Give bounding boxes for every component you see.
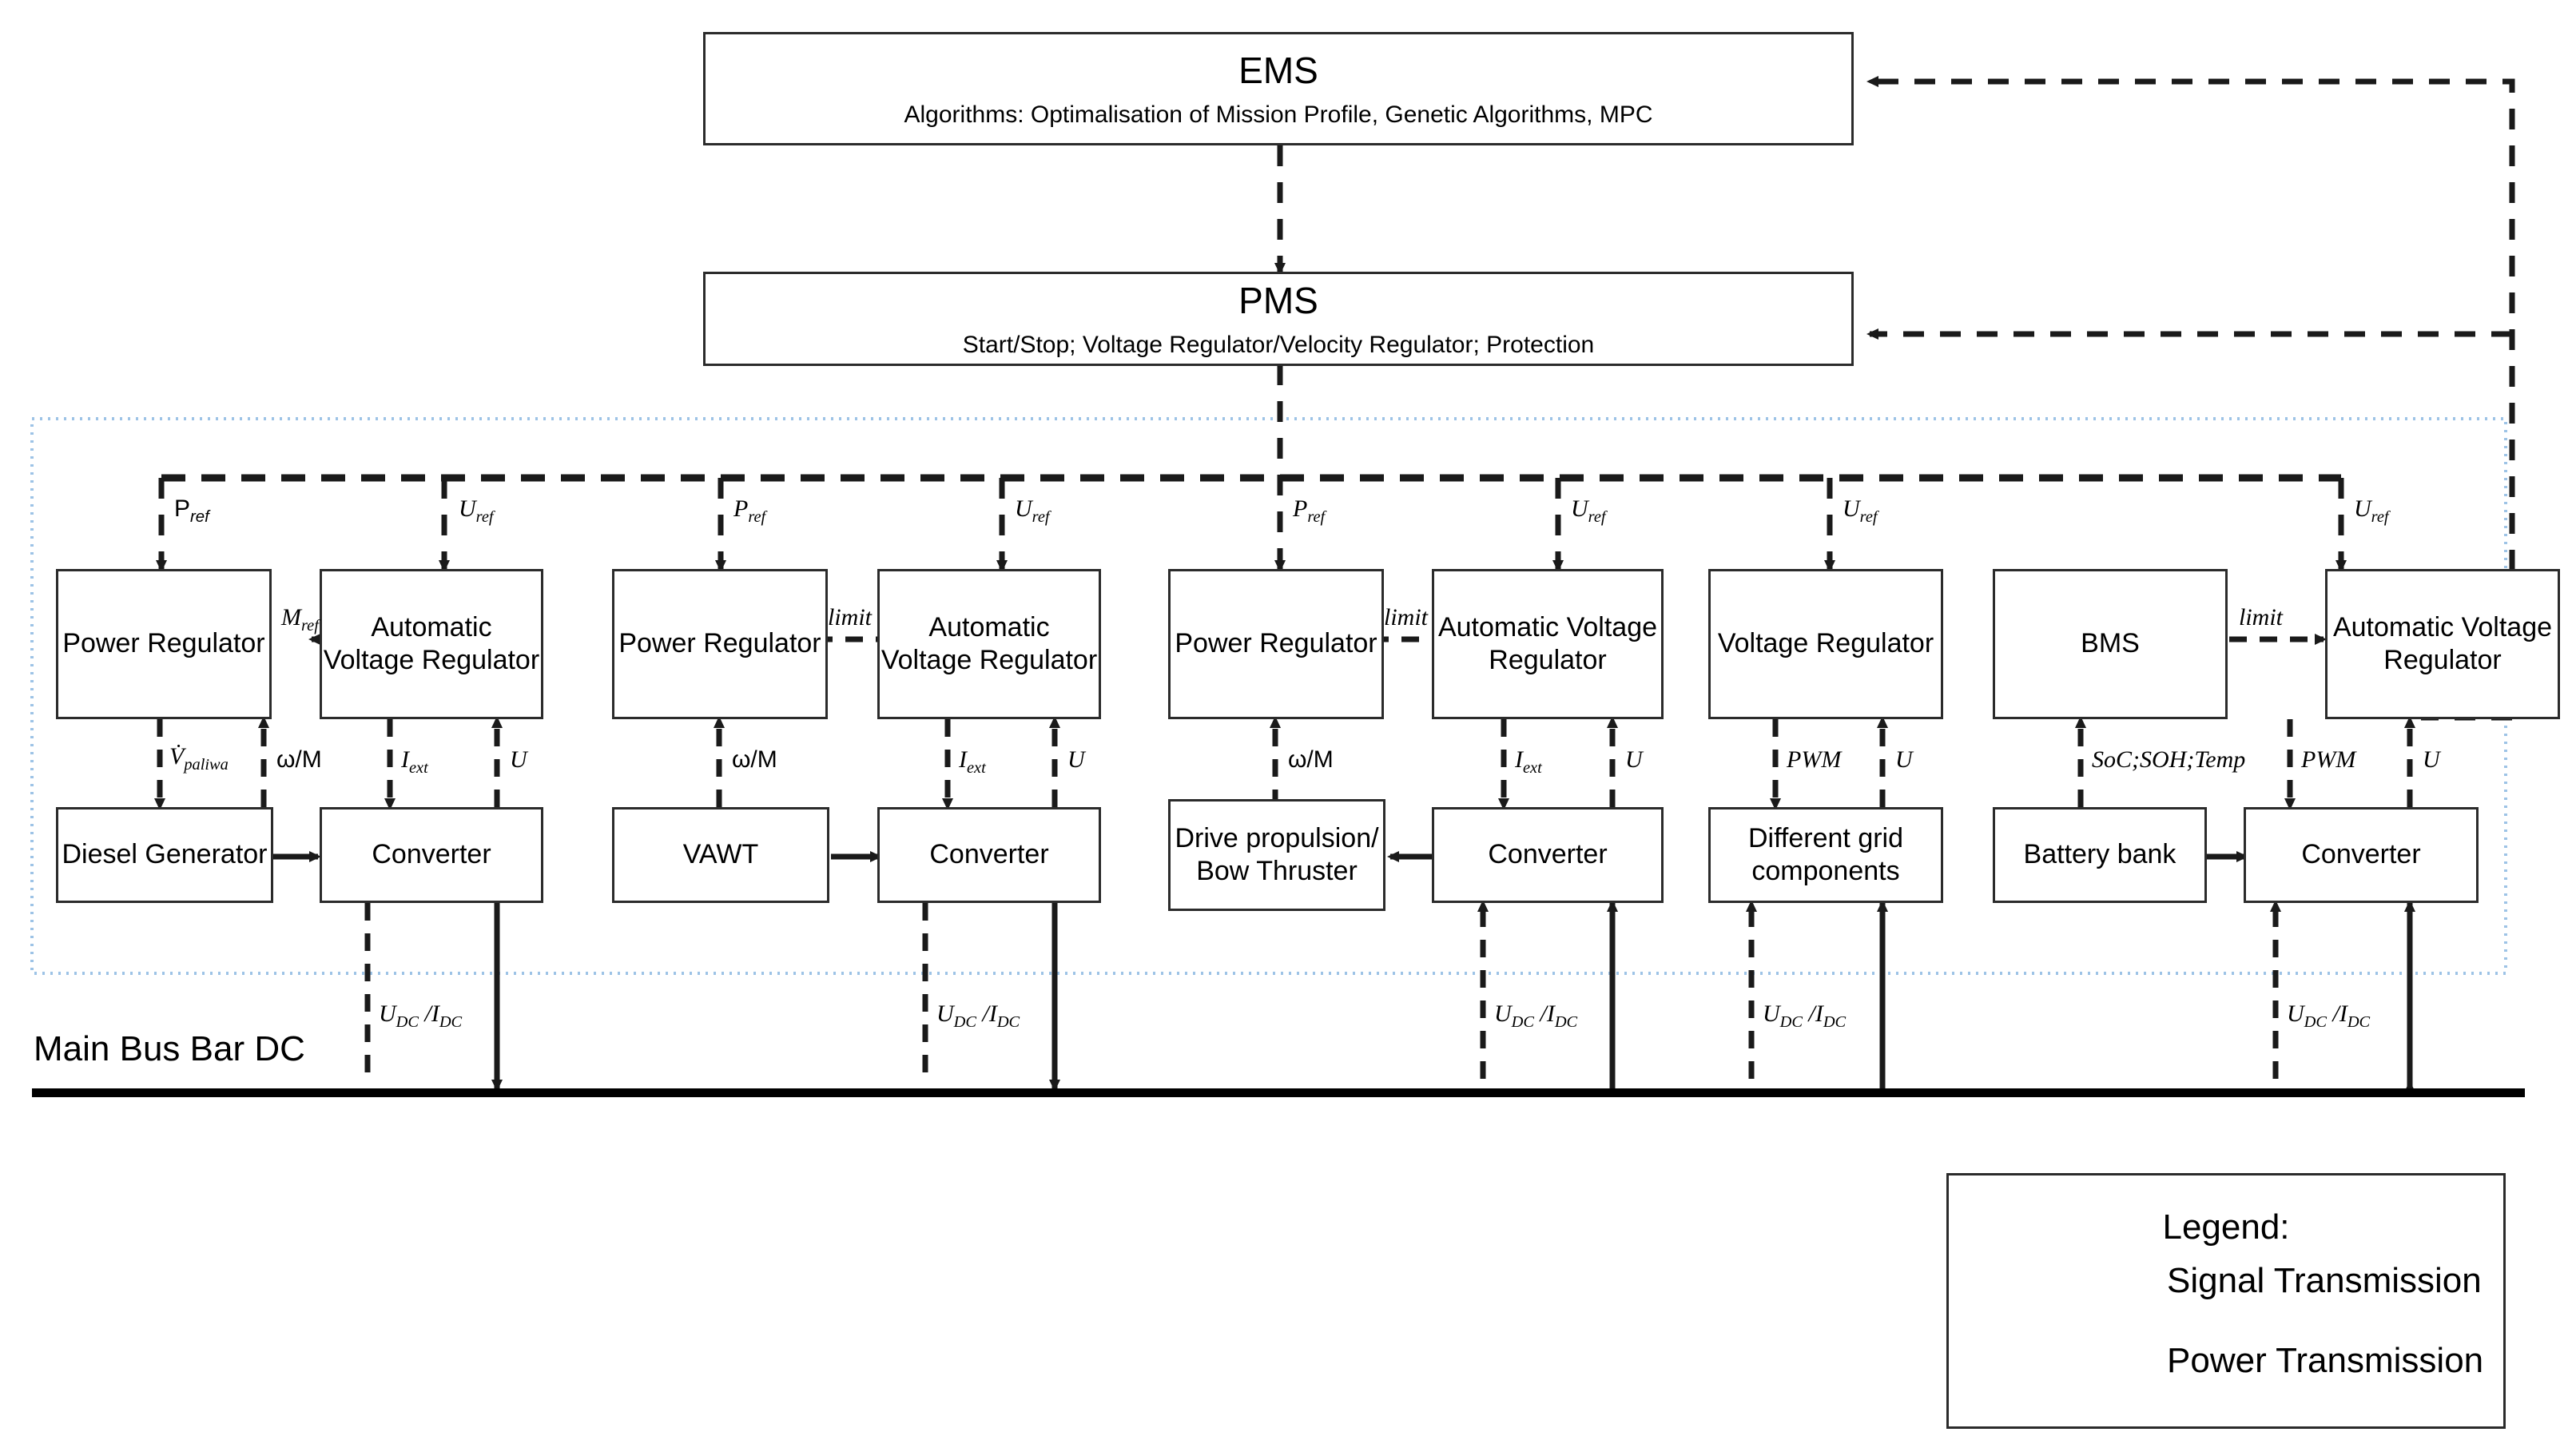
avr-2-box[interactable]: Automatic Voltage Regulator (877, 569, 1101, 719)
pwm-label-5: PWM (2301, 746, 2356, 773)
converter-1-label: Converter (372, 839, 491, 870)
main-bus-bar-label: Main Bus Bar DC (34, 1029, 305, 1068)
power-regulator-3-label: Power Regulator (1175, 628, 1377, 659)
limit-label-3: limit (1384, 604, 1429, 630)
converter-2-box[interactable]: Converter (877, 807, 1101, 903)
power-regulator-2-box[interactable]: Power Regulator (612, 569, 828, 719)
battery-bank-box[interactable]: Battery bank (1993, 807, 2207, 903)
legend-signal-label: Signal Transmission (2167, 1261, 2482, 1300)
iext-label-1: Iext (401, 746, 428, 777)
feedback-to-ems (1866, 76, 2515, 718)
avr-3-label: Automatic Voltage Regulator (1437, 611, 1658, 675)
power-regulator-1-label: Power Regulator (62, 628, 265, 659)
legend-title: Legend: (2162, 1207, 2290, 1247)
ems-subtitle: Algorithms: Optimalisation of Mission Pr… (904, 101, 1653, 128)
uref-label-3: Uref (1571, 495, 1606, 526)
vpaliwa-label: V̇paliwa (169, 743, 229, 774)
limit-label-5: limit (2239, 604, 2284, 630)
converter-1-box[interactable]: Converter (320, 807, 543, 903)
mref-label: Mref (281, 604, 319, 634)
avr-3-box[interactable]: Automatic Voltage Regulator (1432, 569, 1664, 719)
udc-idc-label-4: UDC /IDC (1763, 1000, 1847, 1031)
avr-5-label: Automatic Voltage Regulator (2332, 611, 2553, 675)
legend-power-label: Power Transmission (2167, 1341, 2484, 1380)
udc-idc-label-1: UDC /IDC (379, 1000, 463, 1031)
power-regulator-1-box[interactable]: Power Regulator (56, 569, 272, 719)
avr-1-label: Automatic Voltage Regulator (323, 611, 540, 675)
legend-box: Legend: (1946, 1173, 2506, 1429)
power-regulator-2-label: Power Regulator (618, 628, 821, 659)
converter-3-label: Converter (1488, 839, 1608, 870)
power-regulator-3-box[interactable]: Power Regulator (1168, 569, 1384, 719)
u-label-5: U (2423, 746, 2440, 773)
voltage-regulator-4-label: Voltage Regulator (1717, 628, 1934, 659)
uref-label-2: Uref (1015, 495, 1050, 526)
drive-propulsion-box[interactable]: Drive propulsion/ Bow Thruster (1168, 799, 1385, 911)
u-label-1: U (510, 746, 527, 773)
soc-soh-temp-label: SoC;SOH;Temp (2092, 746, 2246, 773)
converter-3-box[interactable]: Converter (1432, 807, 1664, 903)
converter-2-label: Converter (929, 839, 1049, 870)
pwm-label-4: PWM (1787, 746, 1842, 773)
iext-label-3: Iext (1515, 746, 1542, 777)
converter-5-box[interactable]: Converter (2244, 807, 2479, 903)
vawt-box[interactable]: VAWT (612, 807, 829, 903)
main-bus-bar (32, 1088, 2525, 1097)
diesel-generator-box[interactable]: Diesel Generator (56, 807, 273, 903)
ems-box[interactable]: EMS Algorithms: Optimalisation of Missio… (703, 32, 1854, 145)
voltage-regulator-4-box[interactable]: Voltage Regulator (1708, 569, 1943, 719)
uref-label-4: Uref (1843, 495, 1878, 526)
pms-title: PMS (1238, 279, 1318, 321)
diesel-generator-label: Diesel Generator (62, 839, 268, 870)
avr-2-label: Automatic Voltage Regulator (881, 611, 1098, 675)
udc-idc-label-2: UDC /IDC (936, 1000, 1020, 1031)
omega-m-label-1: ω/M (276, 746, 322, 773)
pms-subtitle: Start/Stop; Voltage Regulator/Velocity R… (962, 331, 1595, 358)
u-label-2: U (1067, 746, 1085, 773)
uref-label-1: Uref (459, 495, 494, 526)
omega-m-label-3: ω/M (1288, 746, 1334, 773)
converter-5-label: Converter (2301, 839, 2421, 870)
vawt-label: VAWT (682, 839, 759, 870)
u-label-3: U (1625, 746, 1643, 773)
udc-idc-label-3: UDC /IDC (1494, 1000, 1578, 1031)
bms-box[interactable]: BMS (1993, 569, 2228, 719)
bms-label: BMS (2081, 628, 2140, 659)
pref-label-3: Pref (1293, 495, 1326, 526)
udc-idc-label-5: UDC /IDC (2287, 1000, 2371, 1031)
uref-label-5: Uref (2354, 495, 2389, 526)
limit-label-2: limit (828, 604, 873, 630)
different-grid-components-label: Different grid components (1747, 822, 1904, 886)
omega-m-label-2: ω/M (732, 746, 777, 773)
pref-label-1: Pref (174, 495, 209, 526)
different-grid-components-box[interactable]: Different grid components (1708, 807, 1943, 903)
iext-label-2: Iext (959, 746, 986, 777)
pms-box[interactable]: PMS Start/Stop; Voltage Regulator/Veloci… (703, 272, 1854, 366)
pref-label-2: Pref (733, 495, 766, 526)
drive-propulsion-label: Drive propulsion/ Bow Thruster (1175, 822, 1379, 886)
ems-title: EMS (1238, 49, 1318, 91)
avr-5-box[interactable]: Automatic Voltage Regulator (2325, 569, 2560, 719)
battery-bank-label: Battery bank (2023, 839, 2176, 870)
avr-1-box[interactable]: Automatic Voltage Regulator (320, 569, 543, 719)
u-label-4: U (1895, 746, 1913, 773)
